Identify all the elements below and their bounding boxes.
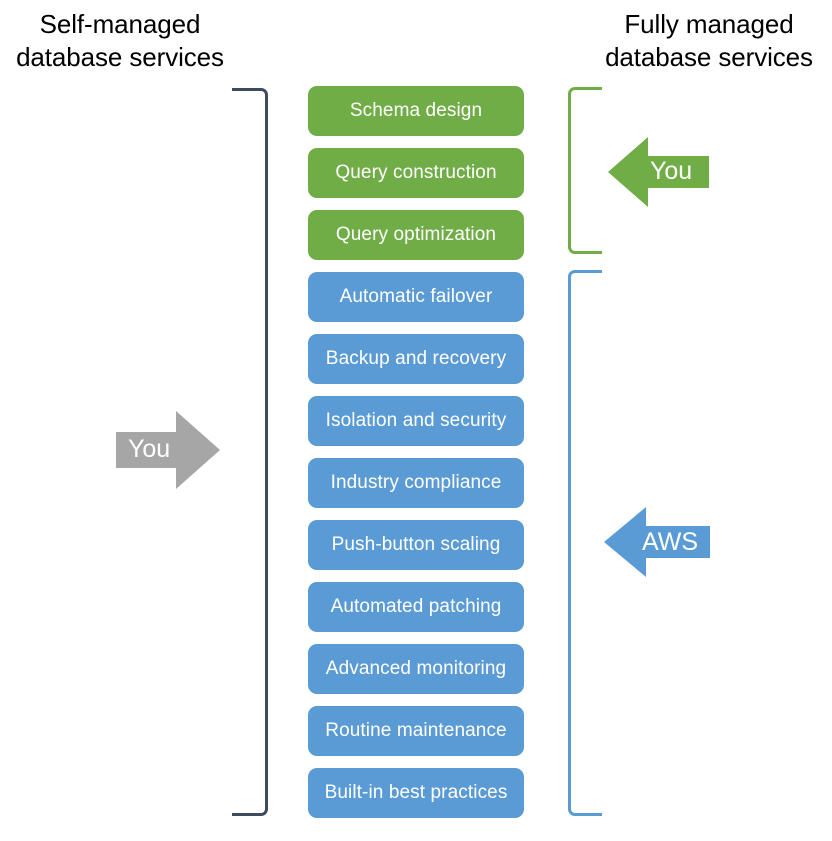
arrow-left-shape: [604, 507, 710, 577]
capability-box: Automatic failover: [308, 272, 524, 322]
arrow-you-self-managed: You: [116, 411, 220, 489]
capability-box: Advanced monitoring: [308, 644, 524, 694]
arrow-right-shape: [116, 411, 220, 489]
arrow-you-fully-managed-label: You: [650, 157, 693, 185]
bracket-self-managed-scope: [232, 88, 268, 816]
capability-box: Backup and recovery: [308, 334, 524, 384]
capability-box: Built-in best practices: [308, 768, 524, 818]
capability-box: Query optimization: [308, 210, 524, 260]
capability-box: Query construction: [308, 148, 524, 198]
capability-box: Isolation and security: [308, 396, 524, 446]
capability-box: Industry compliance: [308, 458, 524, 508]
capability-box: Push-button scaling: [308, 520, 524, 570]
capability-box: Schema design: [308, 86, 524, 136]
capability-box: Routine maintenance: [308, 706, 524, 756]
capability-box: Automated patching: [308, 582, 524, 632]
arrow-left-shape: [608, 137, 709, 207]
arrow-you-fully-managed: You: [608, 137, 709, 207]
bracket-aws-managed-scope: [568, 270, 602, 816]
arrow-you-self-managed-label: You: [128, 435, 171, 463]
arrow-aws-fully-managed: AWS: [604, 507, 710, 577]
heading-self-managed: Self-managed database services: [16, 9, 224, 72]
heading-fully-managed: Fully managed database services: [605, 9, 813, 72]
bracket-you-managed-scope: [568, 87, 602, 254]
arrow-aws-fully-managed-label: AWS: [642, 528, 699, 556]
